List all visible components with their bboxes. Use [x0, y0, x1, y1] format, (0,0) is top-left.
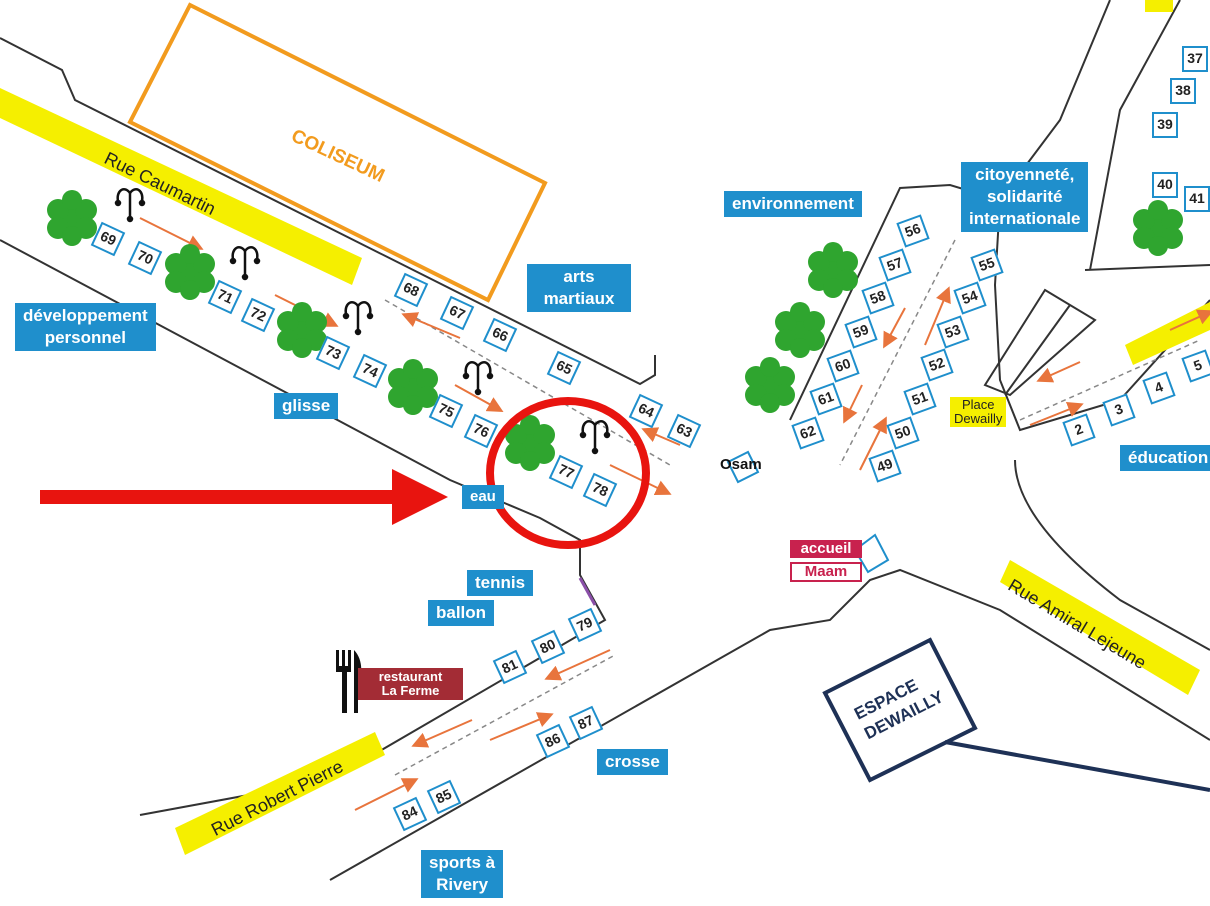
- osam-label: Osam: [720, 456, 762, 473]
- espace-link-line: [944, 740, 1210, 792]
- zone-crosse: crosse: [597, 749, 668, 775]
- tree-icon: [505, 415, 555, 471]
- stand-number: 58: [867, 286, 888, 308]
- street-outlines: [0, 0, 1210, 881]
- stand-number: 49: [874, 454, 895, 476]
- zone-environnement: environnement: [724, 191, 862, 217]
- zone-arts: arts martiaux: [527, 264, 631, 312]
- stand-number: 39: [1157, 116, 1173, 132]
- tree-icon: [47, 190, 97, 246]
- place-dewailly-label: Place Dewailly: [950, 397, 1007, 427]
- stand-number: 2: [1072, 420, 1086, 438]
- tree-icon: [1133, 200, 1183, 256]
- street-lamp-icon: [114, 188, 146, 223]
- stand-37[interactable]: 37: [1182, 46, 1208, 72]
- restaurant-label: restaurant La Ferme: [358, 668, 463, 700]
- street-lamp-icon: [579, 420, 611, 455]
- stand-number: 38: [1175, 82, 1191, 98]
- stand-number: 37: [1187, 50, 1203, 66]
- street-lamp-icon: [462, 361, 494, 396]
- traffic-island: [983, 288, 1097, 397]
- stand-41[interactable]: 41: [1184, 186, 1210, 212]
- stand-number: 57: [884, 253, 905, 275]
- stand-number: 54: [959, 286, 980, 308]
- stand-number: 40: [1157, 176, 1173, 192]
- zone-sports: sports à Rivery: [421, 850, 504, 898]
- stand-number: 3: [1112, 400, 1126, 418]
- traffic-island-divider: [1004, 304, 1071, 396]
- tree-icon: [388, 359, 438, 415]
- stand-number: 59: [850, 320, 871, 342]
- street-lamp-icon: [229, 246, 261, 281]
- tree-icon: [277, 302, 327, 358]
- espace-dewailly-building: [822, 637, 978, 783]
- zone-education: éducation: [1120, 445, 1210, 471]
- street-lamps: [114, 188, 611, 455]
- street-lamp-icon: [342, 301, 374, 336]
- stand-number: 62: [797, 421, 818, 443]
- tree-icon: [745, 357, 795, 413]
- stand-number: 41: [1189, 190, 1205, 206]
- osam-stand-box: [726, 450, 760, 484]
- stand-39[interactable]: 39: [1152, 112, 1178, 138]
- maam-label: Maam: [790, 562, 862, 582]
- stand-number: 53: [942, 320, 963, 342]
- fork-knife-icon: [336, 650, 362, 713]
- street-bands: [0, 0, 1210, 855]
- accueil-label: accueil: [790, 540, 862, 558]
- stand-number: 52: [926, 353, 947, 375]
- trees: [47, 190, 1183, 471]
- zone-tennis: tennis: [467, 570, 534, 596]
- accueil-stand-box: [853, 533, 890, 574]
- stand-40[interactable]: 40: [1152, 172, 1178, 198]
- coliseum-building: [127, 2, 548, 303]
- zone-ballon: ballon: [428, 600, 495, 626]
- tree-icon: [165, 244, 215, 300]
- zone-developpement: développement personnel: [15, 303, 156, 351]
- coliseum-label: COLISEUM: [288, 125, 388, 186]
- stand-number: 50: [892, 421, 913, 443]
- connector-line: [578, 577, 597, 606]
- tree-icon: [775, 302, 825, 358]
- zone-citoyennete: citoyenneté, solidarité internationale: [961, 162, 1089, 232]
- stand-number: 56: [902, 219, 923, 241]
- stand-number: 60: [832, 354, 853, 376]
- stand-number: 5: [1191, 356, 1205, 374]
- stand-number: 55: [976, 253, 997, 275]
- stand-number: 51: [909, 387, 930, 409]
- tree-icon: [808, 242, 858, 298]
- stand-38[interactable]: 38: [1170, 78, 1196, 104]
- zone-eau: eau: [462, 485, 504, 509]
- stand-number: 61: [815, 387, 836, 409]
- zone-glisse: glisse: [274, 393, 339, 419]
- stand-number: 4: [1152, 378, 1166, 396]
- highlight-circle: [486, 397, 650, 549]
